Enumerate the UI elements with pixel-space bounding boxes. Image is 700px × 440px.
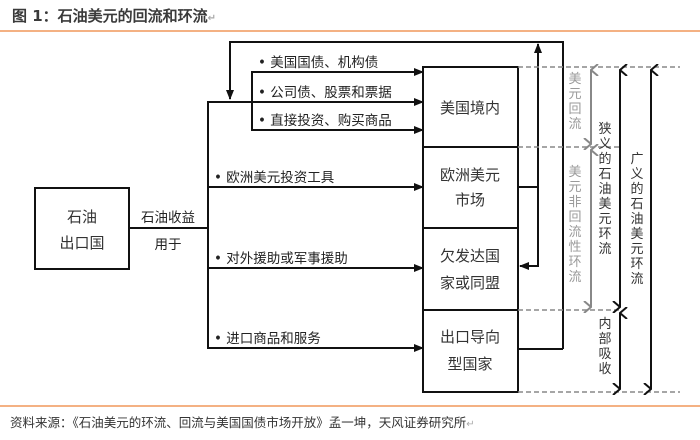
revenue-use-label: 用于 [155,237,182,253]
flow-label: • 欧洲美元投资工具 [214,170,334,186]
figure-title: 图 1：石油美元的回流和环流↵ [12,7,217,25]
node-label: 石油 [67,208,97,226]
node-label: 出口导向 [440,328,500,346]
label-narrow-petrodollar-circulation: 狭义的石油美元环流 [598,122,611,257]
node-label: 型国家 [447,355,492,373]
revenue-label: 石油收益 [141,210,195,226]
loop-back-arrow [226,41,564,349]
flow-label: • 对外援助或军事援助 [214,251,348,267]
node-eurodollar-market: 欧洲美元 市场 [422,146,519,229]
node-label: 欧洲美元 [440,166,500,184]
label-non-recycling-circulation: 美元非回流性环流 [568,165,581,285]
node-oil-exporter: 石油 出口国 [34,187,130,270]
flow-label: • 直接投资、购买商品 [258,112,392,129]
label-internal-absorption: 内部吸收 [598,316,611,377]
node-label: 出口国 [59,234,104,252]
flow-label: • 公司债、股票和票据 [258,85,392,101]
eurodollar-to-developing-arrow [519,187,539,270]
label-dollar-recycling: 美元回流 [568,72,581,132]
level-guides [518,66,680,393]
flow-label: • 进口商品和服务 [214,331,321,347]
node-label: 美国境内 [440,99,500,117]
node-label: 欠发达国 [440,247,500,265]
top-rule [0,30,700,32]
node-us-domestic: 美国境内 [422,66,519,148]
figure-source: 资料来源：《石油美元的环流、回流与美国国债市场开放》孟一坤，天风证券研究所↵ [10,415,475,430]
label-broad-petrodollar-circulation: 广义的石油美元环流 [630,152,643,287]
node-label: 家或同盟 [440,274,500,292]
flow-label: • 美国国债、机构债 [258,55,378,71]
node-label: 市场 [455,191,485,209]
node-developing-countries: 欠发达国 家或同盟 [422,227,519,311]
node-export-oriented: 出口导向 型国家 [422,309,519,393]
bottom-rule [0,405,700,407]
